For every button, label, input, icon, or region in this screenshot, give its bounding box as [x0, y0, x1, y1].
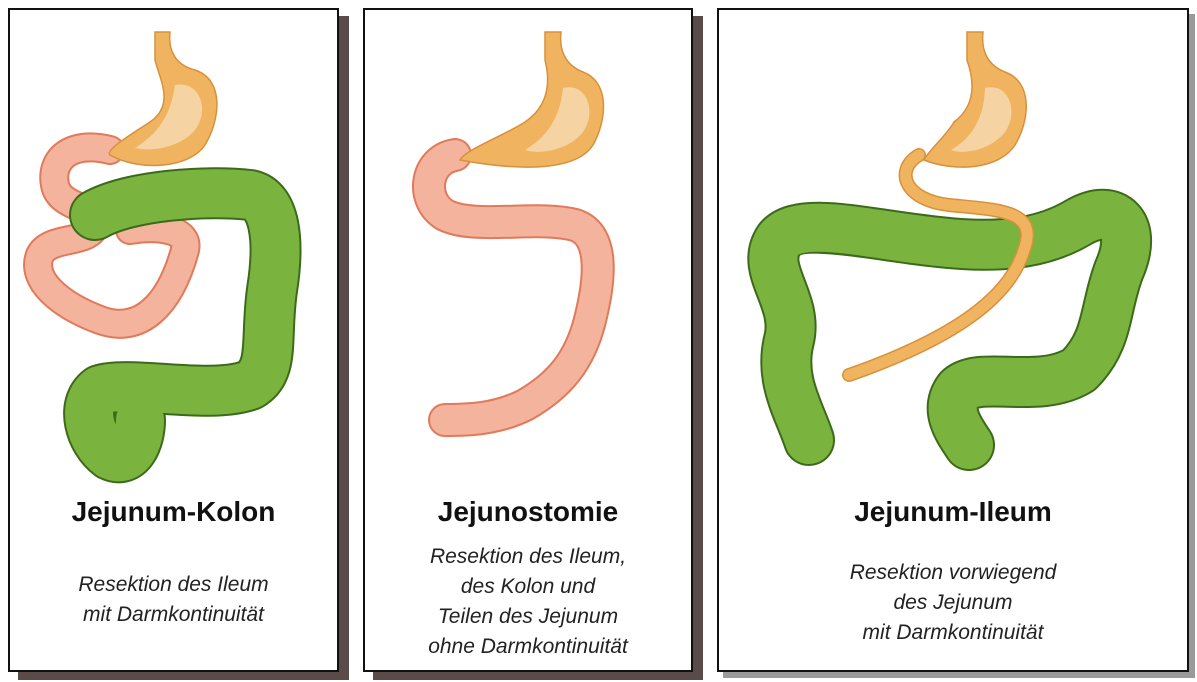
- jejunostomie-illustration: [365, 10, 695, 490]
- description-line: Resektion vorwiegend: [719, 558, 1187, 588]
- description-line: Resektion des Ileum,: [365, 542, 691, 572]
- panel-title: Jejunum-Ileum: [719, 496, 1187, 528]
- panel-jejunostomie: Jejunostomie Resektion des Ileum, des Ko…: [363, 8, 693, 672]
- panel-description: Resektion des Ileum mit Darmkontinuität: [10, 570, 337, 630]
- panel-jejunum-ileum: Jejunum-Ileum Resektion vorwiegend des J…: [717, 8, 1189, 672]
- description-line: mit Darmkontinuität: [719, 618, 1187, 648]
- description-line: des Jejunum: [719, 588, 1187, 618]
- description-line: Teilen des Jejunum: [365, 602, 691, 632]
- description-line: des Kolon und: [365, 572, 691, 602]
- description-line: ohne Darmkontinuität: [365, 632, 691, 662]
- panel-jejunum-kolon: Jejunum-Kolon Resektion des Ileum mit Da…: [8, 8, 339, 672]
- description-line: Resektion des Ileum: [10, 570, 337, 600]
- panel-description: Resektion vorwiegend des Jejunum mit Dar…: [719, 558, 1187, 648]
- description-line: mit Darmkontinuität: [10, 600, 337, 630]
- panel-title: Jejunostomie: [365, 496, 691, 528]
- panel-description: Resektion des Ileum, des Kolon und Teile…: [365, 542, 691, 662]
- jejunum-ileum-illustration: [719, 10, 1191, 490]
- jejunum-kolon-illustration: [10, 10, 341, 490]
- panel-title: Jejunum-Kolon: [10, 496, 337, 528]
